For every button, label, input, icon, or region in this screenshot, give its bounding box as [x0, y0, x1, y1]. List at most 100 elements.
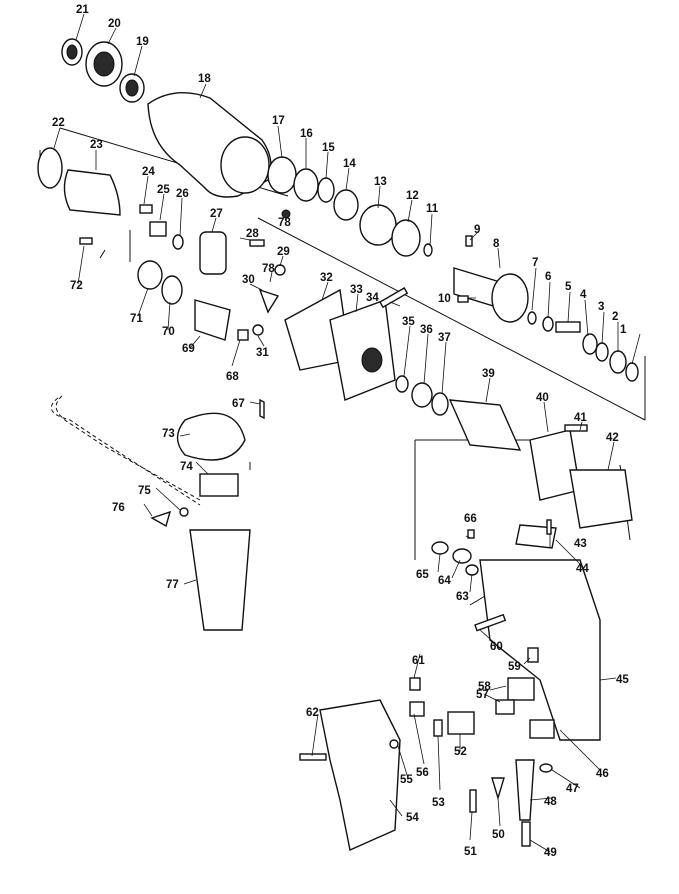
label-part-75: 75 [138, 485, 151, 497]
label-part-59: 59 [508, 661, 521, 673]
label-part-34: 34 [366, 292, 379, 304]
part-61-terminal [409, 677, 421, 691]
label-part-18: 18 [198, 73, 211, 85]
label-part-52: 52 [454, 746, 467, 758]
label-part-62: 62 [306, 707, 319, 719]
label-part-19: 19 [136, 36, 149, 48]
part-68-block [237, 329, 249, 341]
label-part-17: 17 [272, 115, 285, 127]
label-part-3: 3 [598, 301, 604, 313]
label-part-46: 46 [596, 768, 609, 780]
part-63-washer [465, 564, 479, 576]
label-part-57: 57 [476, 689, 489, 701]
label-part-74: 74 [180, 461, 193, 473]
part-70-ring [161, 275, 183, 305]
part-48-cord-guard [515, 759, 535, 821]
part-73-band [176, 412, 246, 461]
label-part-70: 70 [162, 326, 175, 338]
label-part-77: 77 [166, 579, 179, 591]
part-60-screw [474, 613, 507, 632]
label-part-53: 53 [432, 797, 445, 809]
part-50-clamp [491, 777, 505, 801]
label-part-30: 30 [242, 274, 255, 286]
part-59-clip [527, 647, 539, 663]
label-part-43: 43 [574, 538, 587, 550]
label-part-10: 10 [438, 293, 451, 305]
part-7-ring [527, 311, 537, 325]
label-part-33: 33 [350, 284, 363, 296]
part-41-screw [564, 424, 588, 432]
label-part-20: 20 [108, 18, 121, 30]
part-39-armature [448, 399, 522, 451]
label-part-7: 7 [532, 257, 538, 269]
part-75-washer [179, 507, 189, 517]
label-part-39: 39 [482, 368, 495, 380]
label-part-54: 54 [406, 812, 419, 824]
part-64-bearing [452, 548, 472, 564]
part-1-ring [625, 362, 639, 382]
part-43-screw [546, 519, 552, 535]
part-69-gear [194, 299, 231, 341]
label-part-78-lower: 78 [262, 263, 275, 275]
leader-lines [53, 13, 641, 853]
part-45-motor-housing [479, 559, 601, 741]
part-51-screw [469, 789, 477, 813]
label-part-78-upper: 78 [278, 217, 291, 229]
label-part-41: 41 [574, 412, 587, 424]
label-part-60: 60 [490, 641, 503, 653]
label-part-48: 48 [544, 796, 557, 808]
part-74-clamp [199, 473, 239, 497]
part-6-ring [542, 316, 554, 332]
part-16-bearing [293, 168, 319, 202]
part-labels: 1 2 3 4 5 6 7 8 9 10 11 12 13 14 15 16 1… [52, 4, 629, 859]
part-5-shaft [555, 321, 581, 333]
part-25-sleeve [149, 221, 167, 237]
label-part-12: 12 [406, 190, 419, 202]
label-part-63: 63 [456, 591, 469, 603]
part-9-screw [465, 235, 473, 247]
part-76-wingnut [150, 510, 172, 528]
label-part-22: 22 [52, 117, 65, 129]
label-part-40: 40 [536, 392, 549, 404]
label-part-51: 51 [464, 846, 477, 858]
part-47-ring [539, 763, 553, 773]
part-46-block [529, 719, 555, 739]
part-40-baffle [529, 429, 581, 501]
label-part-1: 1 [620, 324, 627, 336]
label-part-61: 61 [412, 655, 425, 667]
label-part-45: 45 [616, 674, 629, 686]
label-part-55: 55 [400, 774, 413, 786]
label-part-49: 49 [544, 847, 557, 859]
part-72-screw [79, 237, 93, 245]
label-part-24: 24 [142, 166, 155, 178]
part-27-cylinder [199, 231, 227, 275]
label-part-29: 29 [277, 246, 290, 258]
part-57-brush [495, 699, 515, 715]
spindle-assembly [61, 38, 433, 257]
label-part-73: 73 [162, 428, 175, 440]
label-part-23: 23 [90, 139, 103, 151]
label-part-8: 8 [493, 238, 500, 250]
label-part-6: 6 [545, 271, 551, 283]
intermediate-assembly [37, 147, 286, 341]
part-58-switch [507, 677, 535, 701]
label-part-2: 2 [612, 311, 618, 323]
part-24-key [139, 204, 153, 214]
label-part-76: 76 [112, 502, 125, 514]
part-10-screw [457, 295, 469, 303]
label-part-26: 26 [176, 188, 189, 200]
label-part-37: 37 [438, 332, 451, 344]
motor-section [284, 287, 633, 529]
label-part-27: 27 [210, 208, 223, 220]
part-67-bolt [259, 398, 265, 420]
label-part-28: 28 [246, 228, 259, 240]
part-53-part [433, 719, 443, 737]
part-36-bearing [411, 382, 433, 408]
label-part-56: 56 [416, 767, 429, 779]
label-part-68: 68 [226, 371, 239, 383]
part-54-handle-half [319, 699, 401, 851]
label-part-21: 21 [76, 4, 89, 16]
part-34-lever [379, 287, 409, 309]
part-66-screw [467, 529, 475, 539]
